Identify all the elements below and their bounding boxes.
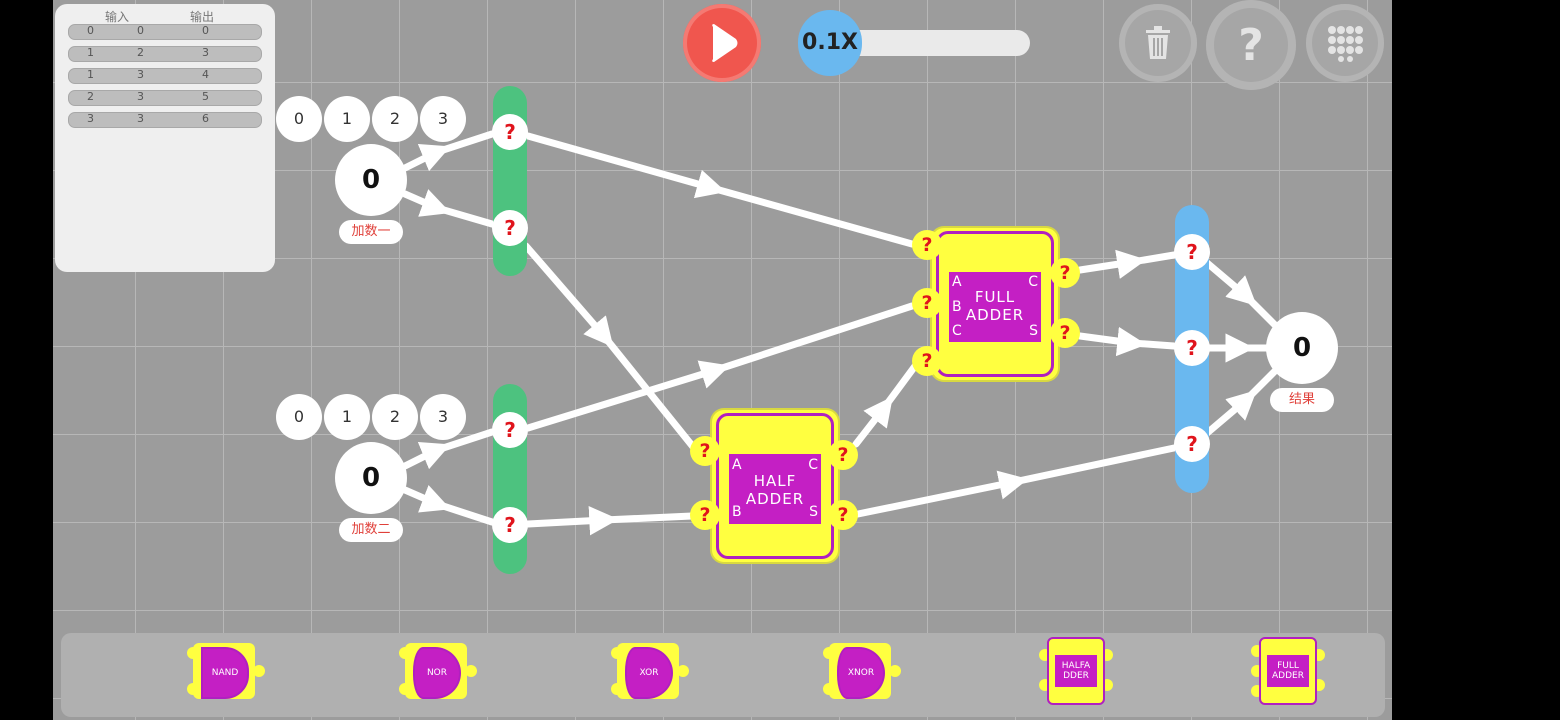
trash-button[interactable] [1119,4,1197,82]
grid-menu-icon [1328,26,1363,62]
output-bit-0[interactable]: ? [1174,234,1210,270]
input-b-node[interactable]: 0 [335,442,407,514]
half-adder-icon: HALFA DDER [1055,655,1097,687]
wire-b-top [401,428,496,470]
input-b-label: 加数二 [339,518,403,542]
output-bit-2[interactable]: ? [1174,426,1210,462]
full-adder-in-b[interactable]: ? [912,288,942,318]
full-adder-out-s[interactable]: ? [1050,318,1080,348]
input-b-option-2[interactable]: 2 [372,394,418,440]
bus-a-bit-1[interactable]: ? [492,210,528,246]
output-bit-1[interactable]: ? [1174,330,1210,366]
wire-full-s-to-out [1076,326,1178,357]
input-b-option-0[interactable]: 0 [276,394,322,440]
xor-gate-icon: XOR [625,647,673,699]
xnor-gate-icon: XNOR [837,647,885,699]
trash-icon [1146,26,1170,59]
wire-a-bottom [401,189,496,228]
wire-b1-to-full-b [524,302,916,432]
bus-b-bit-0[interactable]: ? [492,412,528,448]
half-adder-in-a[interactable]: ? [690,436,720,466]
bus-a-bit-0[interactable]: ? [492,114,528,150]
result-node: 0 [1266,312,1338,384]
wire-b-bottom [401,485,496,526]
help-icon: ? [1238,19,1264,71]
nand-gate-icon: NAND [201,647,249,699]
menu-button[interactable] [1306,4,1384,82]
wire-o1-to-result [1202,258,1280,330]
wire-o3-to-result [1202,366,1280,438]
half-adder-core: A B C S HALF ADDER [729,454,821,524]
input-b-option-1[interactable]: 1 [324,394,370,440]
half-adder-out-c[interactable]: ? [828,440,858,470]
input-a-label: 加数一 [339,220,403,244]
header-output: 输出 [190,10,215,24]
result-label: 结果 [1270,388,1334,412]
wire-full-c-to-out [1076,249,1178,279]
play-button[interactable] [683,4,761,82]
bus-b-bit-1[interactable]: ? [492,507,528,543]
speed-slider-knob[interactable]: 0.1X [798,10,862,76]
full-adder-in-c[interactable]: ? [912,346,942,376]
input-a-node[interactable]: 0 [335,144,407,216]
header-input: 输入 [105,10,130,24]
play-icon [712,24,738,62]
half-adder-block[interactable]: A B C S HALF ADDER [712,410,838,562]
input-a-option-1[interactable]: 1 [324,96,370,142]
wire-b2-to-half-b [524,506,696,536]
nor-gate-icon: NOR [413,647,461,699]
wire-a2-to-half-a [522,242,698,452]
half-adder-in-b[interactable]: ? [690,500,720,530]
input-a-option-0[interactable]: 0 [276,96,322,142]
component-palette: NAND NOR XOR XNOR HALFA DDER FULL ADDER [61,633,1385,717]
full-adder-in-a[interactable]: ? [912,230,942,260]
help-button[interactable]: ? [1206,0,1296,90]
half-adder-out-s[interactable]: ? [828,500,858,530]
wire-a-top [401,130,496,172]
wire-half-s-to-out [854,444,1178,518]
input-a-option-2[interactable]: 2 [372,96,418,142]
full-adder-block[interactable]: A B C C S FULL ADDER [932,228,1058,380]
full-adder-icon: FULL ADDER [1267,655,1309,687]
input-a-option-3[interactable]: 3 [420,96,466,142]
full-adder-core: A B C C S FULL ADDER [949,272,1041,342]
full-adder-out-c[interactable]: ? [1050,258,1080,288]
wire-a1-to-full-a [524,132,916,248]
input-b-option-3[interactable]: 3 [420,394,466,440]
wire-half-c-to-full-c [852,358,922,448]
